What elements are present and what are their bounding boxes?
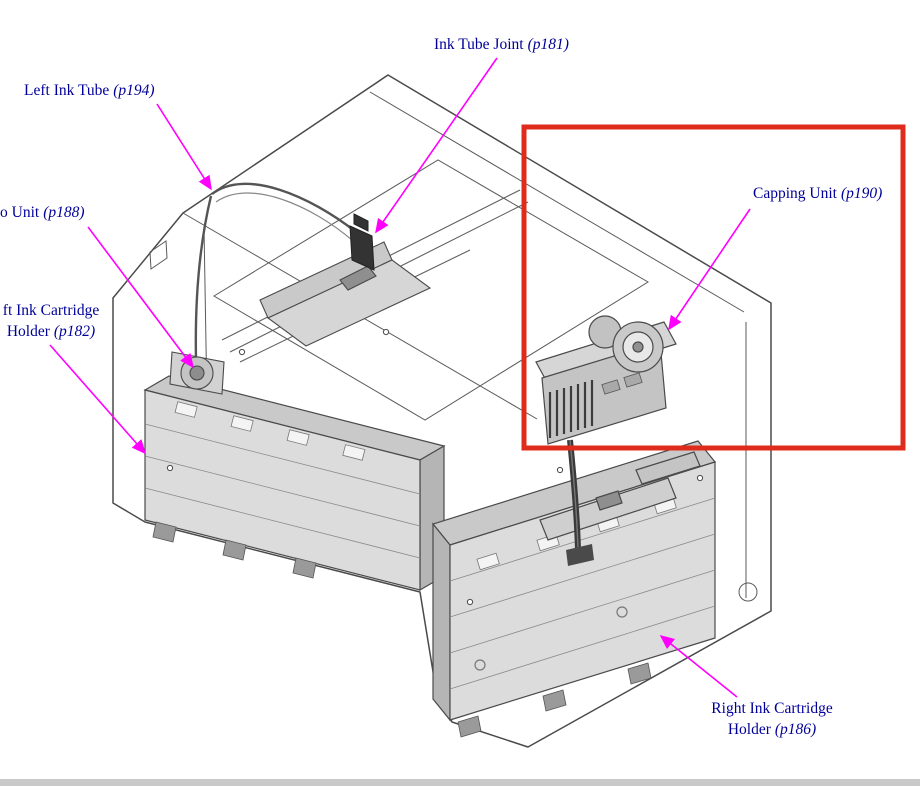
label-capping-unit[interactable]: Capping Unit(p190)	[753, 185, 882, 203]
arrow-ink-tube-joint	[375, 57, 498, 234]
label-pump-unit[interactable]: o Unit(p188)	[0, 204, 85, 222]
highlight-box	[521, 124, 906, 451]
page-bottom-strip	[0, 779, 920, 786]
tube-end-connector	[566, 544, 594, 566]
label-ink-tube-joint[interactable]: Ink Tube Joint(p181)	[434, 36, 569, 54]
arrow-pump-unit	[87, 226, 194, 369]
arrow-capping-unit	[668, 208, 751, 331]
label-page-ref: (p186)	[774, 721, 817, 738]
label-page-ref: (p194)	[113, 82, 155, 99]
arrow-left-ink-cartridge-holder	[49, 344, 147, 455]
label-text: Capping Unit	[753, 185, 837, 202]
callout-arrows	[49, 57, 751, 698]
label-text: Right Ink Cartridge	[711, 700, 833, 717]
label-page-ref: (p190)	[840, 185, 883, 202]
label-text: o Unit	[0, 204, 40, 221]
label-right-ink-cartridge-holder[interactable]: Right Ink Cartridge Holder(p186)	[700, 698, 844, 740]
capping-unit-part	[535, 315, 677, 445]
arrow-left-ink-tube	[156, 103, 212, 191]
screws	[166, 328, 704, 606]
label-text: Ink Tube Joint	[434, 36, 524, 53]
ink-tube-joint-part	[349, 213, 375, 271]
label-text: Holder	[727, 721, 771, 738]
label-left-ink-tube[interactable]: Left Ink Tube(p194)	[24, 82, 155, 100]
label-text: Holder	[6, 323, 50, 340]
left-ink-tube-part	[211, 182, 357, 233]
label-text: Left Ink Tube	[24, 82, 110, 99]
label-text: ft Ink Cartridge	[2, 302, 100, 319]
label-page-ref: (p182)	[53, 323, 96, 340]
label-left-ink-cartridge-holder[interactable]: ft Ink Cartridge Holder(p182)	[0, 300, 104, 342]
right-ink-cartridge-holder-part	[431, 440, 717, 738]
ink-tubes	[194, 182, 581, 551]
arrow-right-ink-cartridge-holder	[659, 634, 738, 698]
label-page-ref: (p181)	[527, 36, 569, 53]
label-page-ref: (p188)	[43, 204, 85, 221]
